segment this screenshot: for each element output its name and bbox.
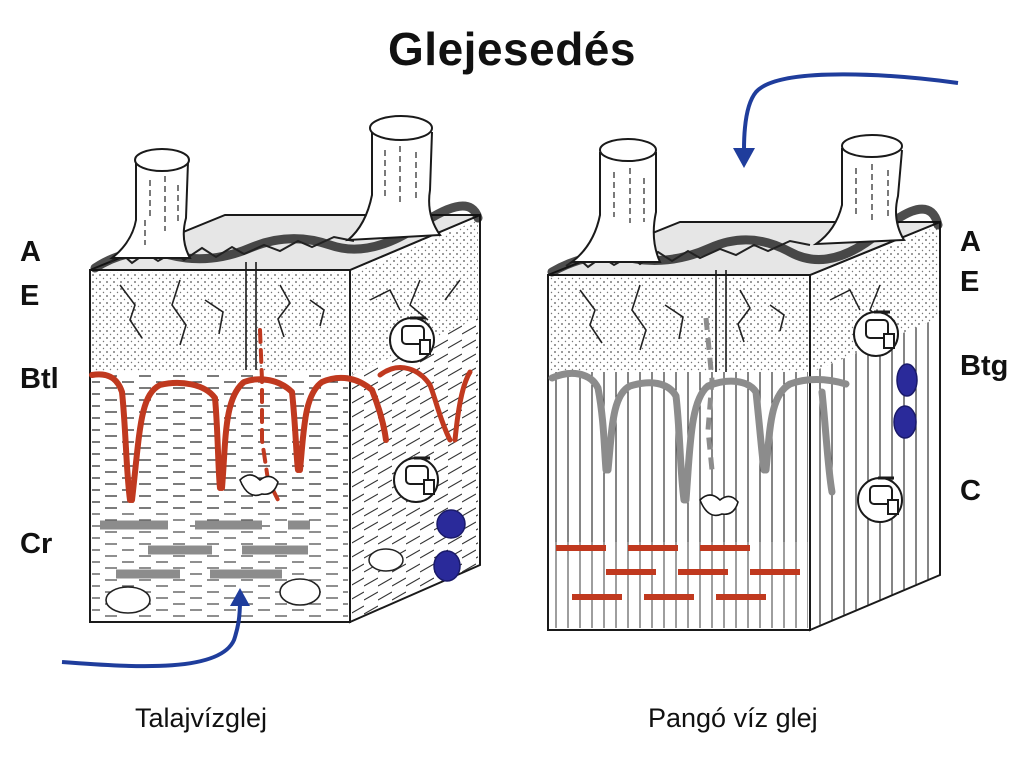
left-faucet-icon-upper	[389, 316, 435, 363]
right-soil-block	[547, 134, 943, 632]
right-horizon-a: A	[960, 226, 981, 258]
right-horizon-btg: Btg	[960, 350, 1009, 382]
left-faucet-icon-lower	[393, 456, 439, 503]
right-tree-stump-1	[569, 138, 662, 263]
left-caption: Talajvízglej	[135, 703, 268, 733]
left-gley-bars	[100, 520, 310, 579]
groundwater-arrow-icon	[61, 588, 250, 669]
left-horizon-btl: Btl	[20, 363, 59, 395]
right-faucet-icon-upper	[853, 310, 899, 357]
right-gley-tongues	[548, 369, 850, 504]
left-horizon-a: A	[20, 236, 41, 268]
right-horizon-e: E	[960, 266, 980, 298]
right-tree-stump-2	[812, 134, 906, 246]
right-horizon-c: C	[960, 475, 981, 507]
left-soil-block	[89, 115, 483, 624]
right-faucet-icon-lower	[857, 476, 903, 523]
left-tree-stump-2	[345, 115, 442, 242]
right-caption: Pangó víz glej	[648, 703, 818, 733]
right-concretions	[893, 363, 918, 439]
left-tree-stump-1	[109, 148, 192, 259]
left-oxidized-mottles	[89, 328, 473, 503]
diagram-title: Glejesedés	[388, 23, 636, 75]
left-horizon-cr: Cr	[20, 528, 53, 560]
right-oxidized-bars	[556, 545, 800, 600]
left-concretions	[433, 509, 466, 582]
left-horizon-e: E	[20, 280, 40, 312]
surface-water-arrow-icon	[733, 72, 959, 168]
